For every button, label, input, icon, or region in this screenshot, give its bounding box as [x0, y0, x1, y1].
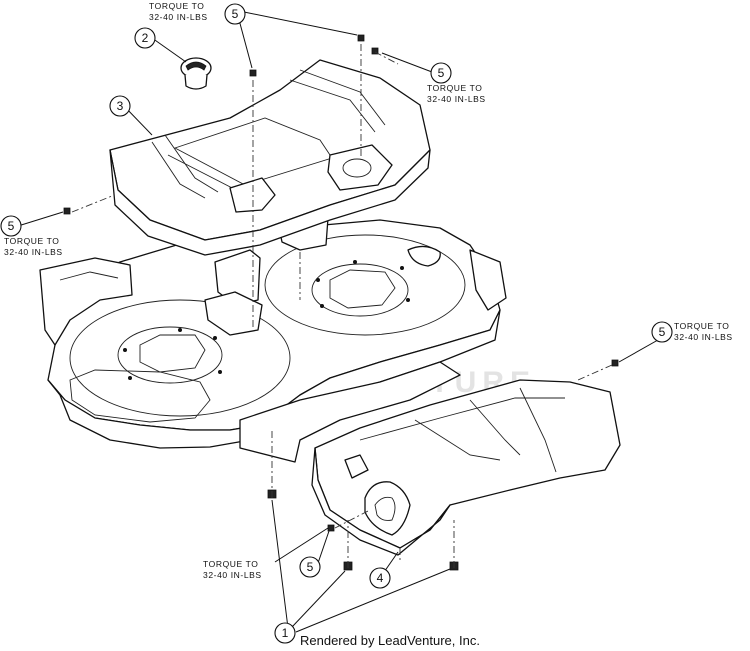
svg-text:TORQUE TO: TORQUE TO: [4, 236, 59, 246]
callout-5-bottom: 5: [299, 556, 321, 578]
svg-text:5: 5: [438, 66, 445, 80]
svg-text:TORQUE TO: TORQUE TO: [427, 83, 482, 93]
svg-text:32-40 IN-LBS: 32-40 IN-LBS: [427, 94, 486, 104]
svg-text:32-40 IN-LBS: 32-40 IN-LBS: [149, 12, 208, 22]
svg-text:5: 5: [659, 325, 666, 339]
svg-text:TORQUE TO: TORQUE TO: [149, 1, 204, 11]
svg-text:5: 5: [232, 7, 239, 21]
rear-cover-part-4: [311, 379, 621, 556]
callout-5-right-top: 5: [430, 62, 452, 84]
svg-text:32-40 IN-LBS: 32-40 IN-LBS: [4, 247, 63, 257]
callout-1: 1: [274, 622, 296, 644]
callout-4: 4: [369, 567, 391, 589]
torque-note-top: TORQUE TO 32-40 IN-LBS: [149, 1, 208, 22]
torque-note-right: TORQUE TO 32-40 IN-LBS: [674, 321, 733, 342]
svg-text:32-40 IN-LBS: 32-40 IN-LBS: [674, 332, 733, 342]
callout-5-right: 5: [651, 321, 673, 343]
torque-note-right-top: TORQUE TO 32-40 IN-LBS: [427, 83, 486, 104]
svg-text:1: 1: [282, 626, 289, 640]
svg-text:2: 2: [142, 31, 149, 45]
top-cover-part-3: [109, 59, 431, 256]
footer-credit: Rendered by LeadVenture, Inc.: [300, 633, 480, 648]
torque-note-left: TORQUE TO 32-40 IN-LBS: [4, 236, 63, 257]
svg-text:32-40 IN-LBS: 32-40 IN-LBS: [203, 570, 262, 580]
svg-text:5: 5: [307, 560, 314, 574]
callout-5-left: 5: [0, 215, 22, 237]
screws-part-5: [63, 34, 619, 532]
svg-text:TORQUE TO: TORQUE TO: [674, 321, 729, 331]
mower-deck: [39, 209, 507, 463]
callout-5-top: 5: [224, 3, 246, 25]
assembly-lines: [71, 44, 613, 568]
knob-part-2: [180, 57, 212, 90]
callout-2: 2: [134, 27, 156, 49]
svg-text:3: 3: [117, 99, 124, 113]
torque-note-bottom: TORQUE TO 32-40 IN-LBS: [203, 559, 262, 580]
svg-text:5: 5: [8, 219, 15, 233]
callout-3: 3: [109, 95, 131, 117]
svg-text:TORQUE TO: TORQUE TO: [203, 559, 258, 569]
svg-text:4: 4: [377, 571, 384, 585]
